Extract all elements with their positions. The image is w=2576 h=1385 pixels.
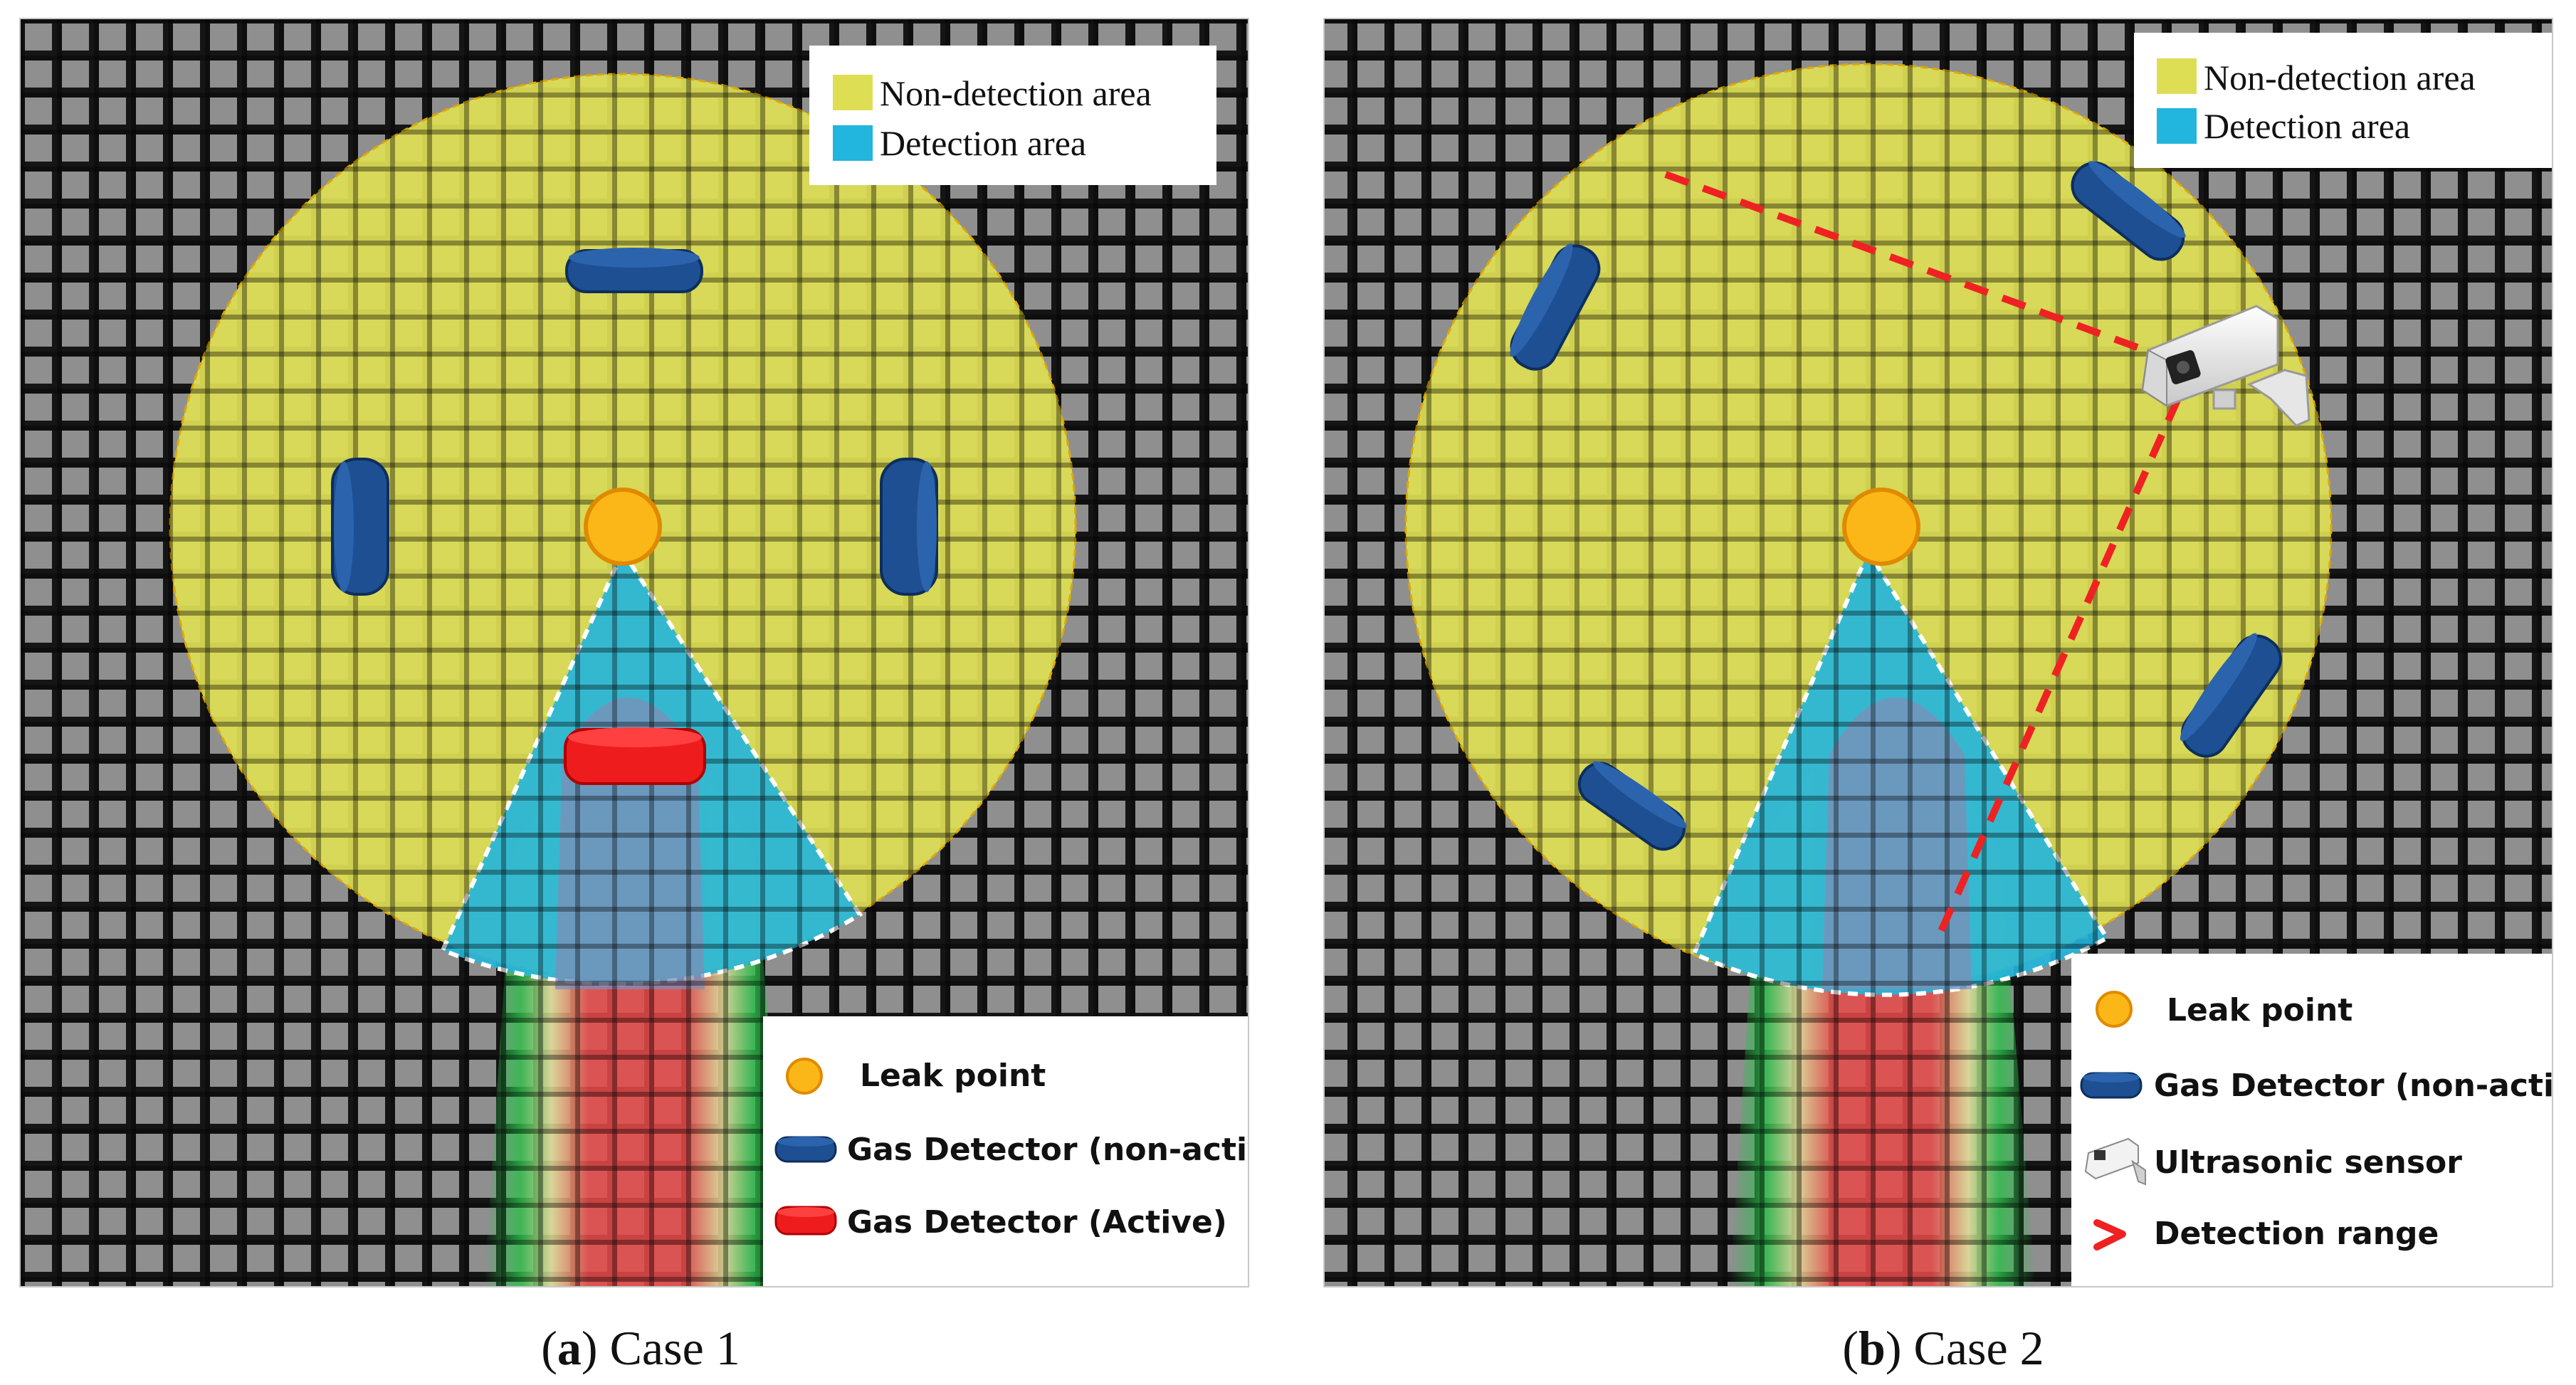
panel-a: Non-detection area Detection area Leak p… [20,19,1303,1287]
leak-point [1842,488,1920,566]
area-legend-label: Non-detection area [2204,58,2476,98]
caption-a: (a) Case 1 [541,1321,740,1375]
detection-range [1664,171,2182,938]
ultrasonic-sensor [2141,305,2310,427]
area-legend: Non-detection area Detection area [2134,33,2553,168]
area-legend: Non-detection area Detection area [809,46,1216,185]
gas-detector-inactive-icon [774,1136,837,1163]
panel-b: Non-detection area Detection area Leak p… [1324,19,2576,1287]
symbol-legend-label: Gas Detector (non-active) [847,1132,1303,1168]
gas-detector-inactive [1577,761,1687,851]
symbol-legend-label: Gas Detector (non-active) [2154,1068,2576,1104]
symbol-legend-label: Leak point [860,1058,1046,1094]
gas-detector-active-icon [774,1206,837,1236]
gas-detector-inactive [880,458,938,596]
area-legend-label: Detection area [2204,106,2410,146]
gas-detector-inactive [565,248,703,293]
symbol-legend-label: Ultrasonic sensor [2154,1144,2462,1181]
detection-swatch [833,125,873,161]
area-legend-label: Non-detection area [880,73,1152,113]
panel-b-border [1323,18,2553,1287]
leak-point-icon [2096,991,2133,1028]
gas-detector-inactive [1510,243,1601,371]
symbol-legend-label: Detection range [2154,1216,2439,1252]
ultrasonic-sensor-icon [2084,1137,2146,1186]
gas-detector-inactive [2180,633,2282,758]
symbol-legend-label: Leak point [2167,992,2352,1028]
gas-detector-inactive [2071,161,2186,261]
non-detection-swatch [2157,58,2197,94]
leak-point [584,488,662,566]
caption-b: (b) Case 2 [1842,1321,2044,1375]
symbol-legend: Leak point Gas Detector (non-active) Gas… [763,1016,1303,1287]
detection-swatch [2157,108,2197,144]
non-detection-swatch [833,75,873,110]
symbol-legend: Leak point Gas Detector (non-active) Ult… [2071,954,2576,1287]
panel-a-border [19,18,1249,1287]
area-legend-label: Detection area [880,123,1086,163]
gas-detector-active [564,727,706,785]
gas-detector-inactive-icon [2080,1072,2143,1099]
detection-range-icon [2093,1219,2126,1250]
leak-point-icon [786,1058,823,1095]
symbol-legend-label: Gas Detector (Active) [847,1204,1227,1241]
gas-detector-inactive [331,458,389,596]
